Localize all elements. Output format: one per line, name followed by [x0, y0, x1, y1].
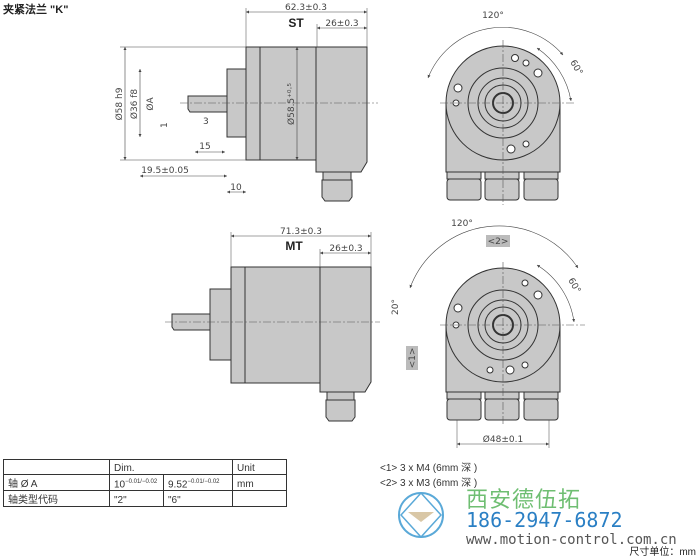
note-1: <1> 3 x M4 (6mm 深 ) [380, 463, 478, 474]
header-dim: Dim. [109, 459, 233, 475]
header-unit: Unit [232, 459, 287, 475]
d48-dim: Ø48±0.1 [483, 434, 523, 445]
st-dim-1: 1 [160, 122, 170, 128]
st-label: ST [288, 16, 304, 30]
mt-overall-length: 71.3±0.3 [280, 227, 322, 237]
st-dim-3: 3 [203, 117, 209, 127]
table-row: 轴类型代码 "2" "6" [3, 490, 287, 507]
table-header-row: Dim. Unit [3, 459, 287, 475]
st-d36: Ø36 f8 [129, 89, 140, 120]
st-dim-19-5: 19.5±0.05 [141, 166, 189, 176]
top-angle-60: 60° [567, 59, 584, 78]
watermark-url: www.motion-control.com.cn [466, 532, 677, 548]
watermark-phone: 186-2947-6872 [466, 508, 623, 532]
watermark: 西安德伍拓 186-2947-6872 www.motion-control.c… [386, 480, 686, 558]
dimension-labels: 62.3±0.3 ST 26±0.3 Ø58 h9 Ø36 f8 ØA 1 3 … [114, 3, 584, 445]
st-dim-15: 15 [199, 142, 210, 152]
mt-side-view [171, 266, 372, 422]
st-rear-length: 26±0.3 [325, 19, 358, 29]
mt-rear-length: 26±0.3 [329, 244, 362, 254]
unit-note: 尺寸单位：mm [629, 547, 696, 558]
st-d58-5: Ø58.5⁺⁰·⁵ [286, 83, 297, 125]
front-view-bottom [445, 267, 561, 421]
st-side-view [187, 46, 368, 202]
note-2: <2> 3 x M3 (6mm 深 ) [380, 478, 478, 489]
st-d58: Ø58 h9 [114, 87, 125, 120]
page-title: 夹紧法兰 "K" [3, 4, 69, 16]
st-overall-length: 62.3±0.3 [285, 3, 327, 13]
table-row: 轴 Ø A 10−0.01/−0.02 9.52−0.01/−0.02 mm [3, 474, 287, 491]
top-angle-120: 120° [482, 11, 504, 21]
marker-2: <2> [488, 237, 509, 247]
watermark-company: 西安德伍拓 [466, 487, 582, 512]
st-shaft-diameter: ØA [145, 97, 156, 111]
shaft-table: Dim. Unit 轴 Ø A 10−0.01/−0.02 9.52−0.01/… [3, 459, 287, 507]
bottom-angle-120: 120° [451, 219, 473, 229]
st-dim-10: 10 [230, 183, 242, 193]
mt-label: MT [285, 239, 303, 253]
marker-1: <1> [408, 348, 418, 369]
bottom-angle-20: 20° [391, 299, 401, 315]
bottom-angle-60: 60° [565, 277, 582, 296]
watermark-logo [398, 491, 444, 539]
